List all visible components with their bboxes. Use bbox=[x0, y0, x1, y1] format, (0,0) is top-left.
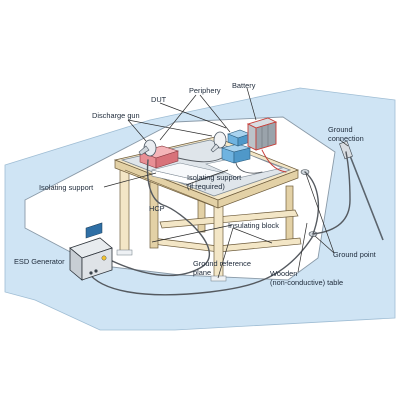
label-ground-connection-2: connection bbox=[328, 134, 364, 143]
label-isolating-support-right-2: (if required) bbox=[187, 182, 225, 191]
label-ground-point: Ground point bbox=[333, 250, 376, 259]
periphery-cable bbox=[235, 162, 263, 174]
dut-cable bbox=[177, 157, 223, 163]
label-isolating-support-right-1: Isolating support bbox=[187, 173, 241, 182]
ground-cable-table bbox=[304, 171, 320, 235]
periphery-box bbox=[220, 129, 252, 164]
label-battery: Battery bbox=[232, 81, 256, 90]
label-periphery: Periphery bbox=[189, 86, 221, 95]
discharge-gun bbox=[138, 139, 157, 157]
label-dut: DUT bbox=[151, 95, 167, 104]
label-isolating-support-left: Isolating support bbox=[39, 183, 93, 192]
label-discharge-gun: Discharge gun bbox=[92, 111, 140, 120]
discharge-gun-secondary bbox=[210, 131, 227, 153]
label-esd-generator: ESD Generator bbox=[14, 257, 65, 266]
label-ground-reference-plane-2: plane bbox=[193, 268, 211, 277]
esd-generator bbox=[69, 222, 113, 281]
battery-unit bbox=[246, 117, 278, 151]
label-wooden-table-1: Wooden bbox=[270, 269, 297, 278]
label-hcp: HCP bbox=[149, 204, 165, 213]
battery-cable bbox=[261, 149, 287, 173]
label-wooden-table-2: (non-conductive) table bbox=[270, 278, 343, 287]
label-ground-reference-plane-1: Ground reference bbox=[193, 259, 251, 268]
leader-lines bbox=[103, 87, 349, 279]
label-insulating-block: Insulating block bbox=[228, 221, 279, 230]
esd-ground-cable bbox=[87, 235, 314, 296]
esd-generator-cable bbox=[105, 159, 210, 277]
label-ground-connection-1: Ground bbox=[328, 125, 353, 134]
ground-cable bbox=[312, 151, 351, 235]
insulating-block bbox=[116, 249, 133, 256]
